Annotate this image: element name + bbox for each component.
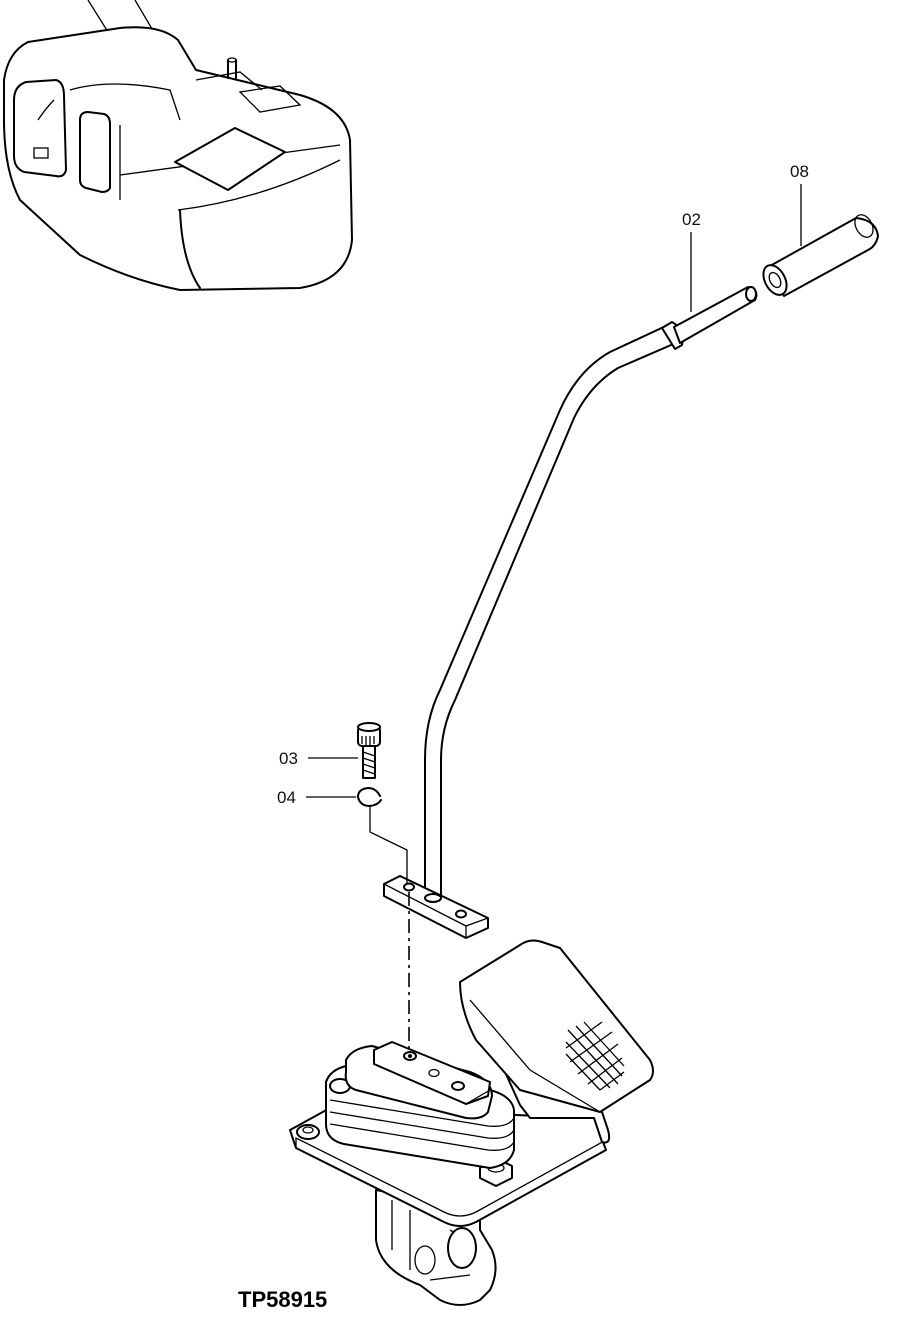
- part-label-08: 08: [790, 162, 809, 181]
- washer: [357, 787, 382, 807]
- part-label-02: 02: [682, 210, 701, 229]
- bolt: [357, 722, 381, 779]
- callout-03: 03: [279, 749, 358, 768]
- callout-02: 02: [682, 210, 701, 312]
- excavator-cab-icon: [3, 0, 353, 291]
- callout-08: 08: [790, 162, 809, 246]
- lever-base-plate: [383, 875, 489, 939]
- pedal-valve-icon: [289, 939, 654, 1306]
- callout-04: 04: [277, 788, 356, 807]
- drawing-id: TP58915: [238, 1287, 327, 1312]
- part-label-03: 03: [279, 749, 298, 768]
- lever-rod: [424, 286, 758, 899]
- pedal-hatch: [565, 1021, 625, 1091]
- assembly-lines: [369, 806, 410, 1055]
- part-label-04: 04: [277, 788, 296, 807]
- grip-sleeve: [762, 214, 879, 297]
